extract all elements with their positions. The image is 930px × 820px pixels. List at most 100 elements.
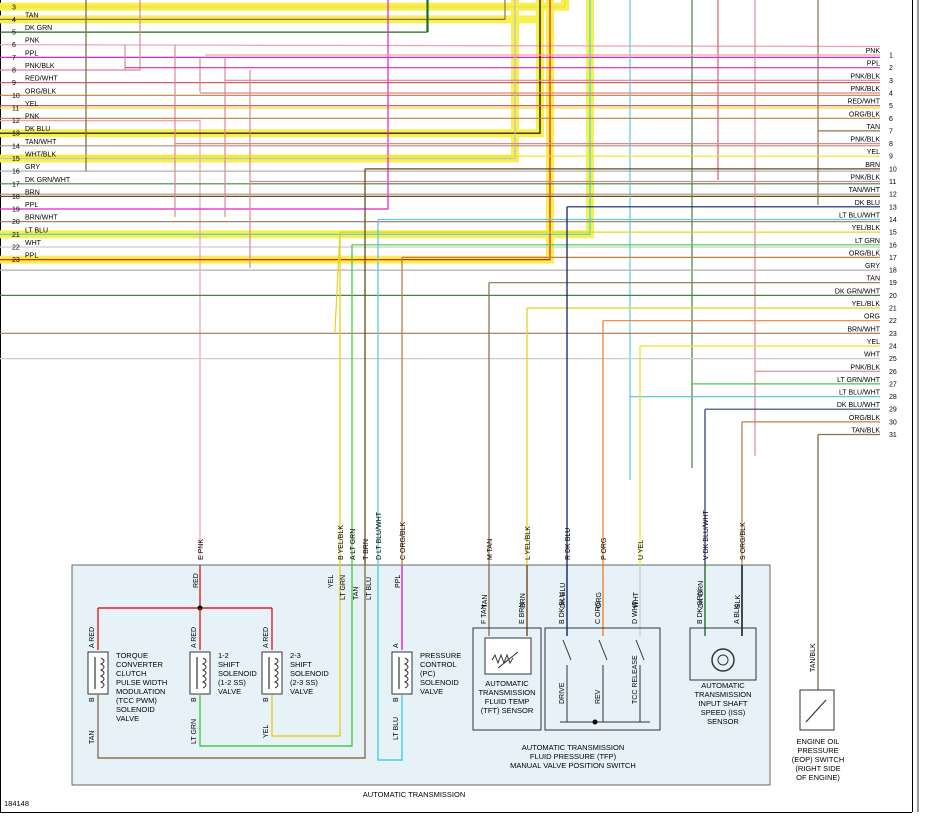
component-pin-label: A RED <box>263 627 270 648</box>
right-pin-number: 8 <box>889 141 893 148</box>
tft-resistor-icon <box>491 651 519 669</box>
left-wire-label: PPL <box>25 50 38 57</box>
harness-wire <box>0 0 389 210</box>
iss-caption: AUTOMATIC <box>701 681 745 690</box>
right-pin-number: 16 <box>889 242 897 249</box>
right-wire-label: WHT <box>864 352 881 359</box>
right-pin-number: 20 <box>889 293 897 300</box>
tfp-drive-contact <box>562 639 572 661</box>
box-wire-label: WHT <box>633 591 640 608</box>
shift23-caption: 2-3 <box>290 651 301 660</box>
tcc-pwm-solenoid <box>87 651 109 695</box>
box-wire-label: PPL <box>395 575 402 588</box>
shift12-caption: VALVE <box>218 687 241 696</box>
shift12-caption: 1-2 <box>218 651 229 660</box>
right-wire-label: GRY <box>865 263 880 270</box>
pc-solenoid <box>391 651 413 695</box>
harness-wire <box>0 0 591 235</box>
right-wire-label: YEL <box>867 339 880 346</box>
ss23-solenoid <box>261 651 283 695</box>
component-pin-label: TAN/BLK <box>810 643 817 672</box>
left-pin-number: 16 <box>12 169 20 176</box>
left-wire-label: GRY <box>25 164 40 171</box>
pc-caption: VALVE <box>420 687 443 696</box>
right-wire-label: DK BLU/WHT <box>837 402 881 409</box>
left-wire-label: WHT <box>25 240 42 247</box>
left-wire-label: BRN <box>25 189 40 196</box>
harness-wire <box>0 0 506 20</box>
left-pin-number: 11 <box>12 105 19 112</box>
right-wire-label: YEL/BLK <box>852 301 881 308</box>
left-pin-number: 17 <box>12 181 20 188</box>
tfp-switch-box <box>544 627 661 731</box>
tft-caption: FLUID TEMP <box>485 697 529 706</box>
eop-caption: (EOP) SWITCH <box>792 755 845 764</box>
tfp-switch-label: DRIVE <box>559 682 566 704</box>
right-pin-number: 10 <box>889 166 897 173</box>
component-pin-label: A RED <box>191 627 198 648</box>
component-pin-label: E BRN <box>519 603 526 624</box>
right-pin-number: 13 <box>889 204 897 211</box>
tfp-rev-contact <box>598 639 608 661</box>
right-pin-number: 25 <box>889 356 897 363</box>
box-wire-label: RED <box>193 573 200 588</box>
shift23-caption: SHIFT <box>290 660 312 669</box>
right-pin-number: 30 <box>889 419 897 426</box>
pc-b <box>377 565 403 761</box>
left-pin-number: 20 <box>12 219 20 226</box>
right-wire-label: TAN <box>867 276 880 283</box>
connector-pin-label: A LT GRN <box>350 529 357 560</box>
right-wire-label: LT BLU/WHT <box>839 390 881 397</box>
right-wire-label: PNK/BLK <box>850 86 880 93</box>
right-pin-number: 6 <box>889 116 893 123</box>
right-pin-number: 27 <box>889 381 897 388</box>
right-wire-label: DK GRN/WHT <box>835 288 881 295</box>
eop-switch-blade <box>805 699 827 723</box>
box-wire-label: BLK <box>735 594 742 608</box>
shift23-caption: SOLENOID <box>290 669 329 678</box>
pc-solenoid-coil <box>403 657 409 689</box>
left-wire-label: RED/WHT <box>25 76 58 83</box>
tft-caption: AUTOMATIC <box>485 679 529 688</box>
tfp-ground-point <box>592 719 598 725</box>
pc-caption: PRESSURE <box>420 651 461 660</box>
component-pin-label: D WHT <box>632 600 639 624</box>
figure-id: 184148 <box>4 799 29 808</box>
harness-wire <box>0 0 141 71</box>
box-wire-label: DK BLU <box>560 583 567 608</box>
left-pin-number: 10 <box>12 93 20 100</box>
right-wire-label: LT GRN <box>855 238 880 245</box>
right-pin-number: 26 <box>889 369 897 376</box>
left-pin-number: 18 <box>12 194 20 201</box>
right-pin-number: 15 <box>889 230 897 237</box>
connector-pin-label: B YEL/BLK <box>338 525 345 560</box>
shift12-caption: SHIFT <box>218 660 240 669</box>
left-pin-number: 9 <box>12 80 16 87</box>
harness-wire <box>0 0 428 33</box>
left-wire-label: LT BLU <box>25 227 48 234</box>
left-wire-label: DK GRN <box>25 25 52 32</box>
left-wire-label: PNK <box>25 38 40 45</box>
right-pin-number: 11 <box>889 179 896 186</box>
connector-pin-label: D LT BLU/WHT <box>376 511 383 560</box>
right-wire-label: ORG/BLK <box>849 415 880 422</box>
right-wire-label: PNK/BLK <box>850 137 880 144</box>
connector-pin-label: T BRN <box>363 539 370 560</box>
left-pin-number: 15 <box>12 156 20 163</box>
component-pin-label: B <box>191 697 198 702</box>
left-pin-number: 3 <box>12 4 16 11</box>
right-pin-number: 2 <box>889 65 893 72</box>
left-pin-number: 12 <box>12 118 20 125</box>
right-pin-number: 28 <box>889 394 897 401</box>
tcc-pwm-caption: VALVE <box>116 714 139 723</box>
tcc-pwm-caption: CLUTCH <box>116 669 146 678</box>
right-wire-label: ORG <box>864 314 880 321</box>
connector-pin-label: V DK BLU/WHT <box>703 509 710 560</box>
tcc-pwm-solenoid-coil <box>99 657 105 689</box>
shift23-caption: VALVE <box>290 687 313 696</box>
tcc-pwm-caption: MODULATION <box>116 687 165 696</box>
right-pin-number: 5 <box>889 103 893 110</box>
pc-caption: CONTROL <box>420 660 457 669</box>
tfp-switch-label: REV <box>595 689 602 704</box>
